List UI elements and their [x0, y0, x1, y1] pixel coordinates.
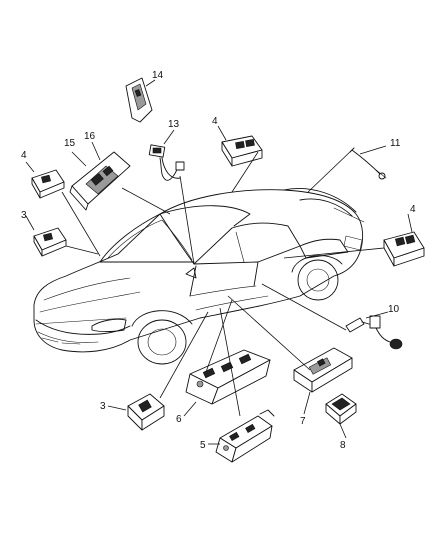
callout-label: 3	[21, 210, 27, 221]
part-3-lock-switch-bottom	[127, 393, 165, 431]
callout-label: 11	[390, 138, 401, 149]
part-5-lock-switch-assembly	[215, 409, 275, 463]
part-7-switch-bezel	[293, 347, 353, 393]
callout-label: 8	[340, 440, 346, 451]
callout-label: 14	[152, 70, 164, 81]
part-13-wiring-pigtail	[148, 144, 185, 181]
callout-label: 10	[388, 304, 400, 315]
callout-label: 5	[200, 440, 206, 451]
callout-label: 4	[410, 204, 416, 215]
part-11-antenna-wire	[349, 147, 387, 180]
part-15-16-master-switch	[69, 151, 131, 211]
part-14-switch-bezel	[125, 77, 153, 123]
car-illustration	[33, 187, 365, 365]
callout-label: 13	[168, 119, 180, 130]
part-4-window-switch-right	[383, 231, 425, 267]
callout-label: 6	[176, 414, 182, 425]
callout-labels: 14 13 4 16 15 4 11 3 4 10 3 6 7 5 8	[21, 70, 416, 451]
leader-lines	[25, 79, 413, 445]
part-4-window-switch-left	[31, 169, 65, 199]
callout-label: 4	[21, 150, 27, 161]
callout-label: 4	[212, 116, 218, 127]
callout-label: 15	[64, 138, 76, 149]
callout-label: 7	[300, 416, 306, 427]
part-6-door-switch-bracket	[185, 349, 271, 405]
part-10-sensor	[345, 315, 403, 350]
part-4-window-switch-top	[221, 135, 263, 167]
callout-label: 3	[100, 401, 106, 412]
part-3-lock-switch-left	[33, 227, 67, 257]
callout-label: 16	[84, 131, 96, 142]
part-8-rocker-button	[325, 393, 357, 425]
